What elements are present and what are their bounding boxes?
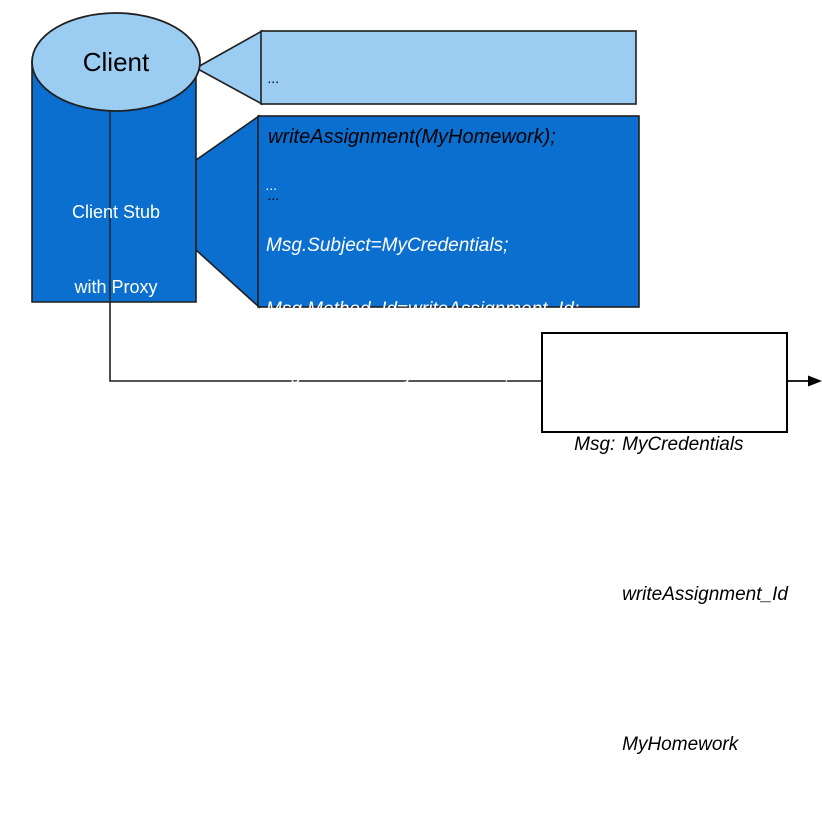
client-node-label: Client bbox=[82, 47, 150, 77]
client-ellipse[interactable] bbox=[31, 12, 201, 112]
callout-light-box[interactable] bbox=[260, 30, 637, 105]
stub-to-message-wire bbox=[109, 302, 542, 382]
code-line: Msg.Params= MyHomework; bbox=[266, 363, 511, 384]
callout-light-pointer bbox=[194, 29, 263, 106]
code-line: Msg.Method_Id=writeAssignment_Id; bbox=[266, 299, 580, 320]
message-value: MyHomework bbox=[622, 734, 739, 755]
callout-dark-box[interactable] bbox=[257, 115, 640, 308]
callout-dark-pointer bbox=[195, 114, 260, 309]
message-value: MyCredentials bbox=[622, 434, 744, 455]
message-row: Msg: MyCredentials bbox=[553, 400, 783, 490]
outgoing-arrow bbox=[787, 375, 822, 387]
message-label: Msg: bbox=[574, 434, 616, 455]
client-stub-label-line: (here without bbox=[63, 352, 169, 372]
message-box-content: Msg: MyCredentials writeAssignment_Id MyH… bbox=[553, 340, 788, 820]
client-stub-label-line: Client Stub bbox=[71, 202, 161, 222]
code-line: Msg.Subject=MyCredentials; bbox=[266, 235, 509, 256]
message-row: MyHomework bbox=[553, 700, 783, 790]
diagram-canvas bbox=[31, 12, 822, 433]
client-stub-label-line: PEP and PDP) bbox=[56, 427, 176, 447]
client-stub-label: Client Stub with Proxy (here without PEP… bbox=[36, 150, 196, 475]
message-row: writeAssignment_Id bbox=[553, 550, 788, 640]
code-line: ... bbox=[268, 187, 280, 203]
code-line: ... bbox=[266, 177, 278, 193]
message-value: writeAssignment_Id bbox=[622, 584, 788, 605]
callout-light-code: ... writeAssignment(MyHomework); ... bbox=[268, 33, 633, 223]
client-stub-label-line: with Proxy bbox=[74, 277, 158, 297]
message-box-rect[interactable] bbox=[541, 332, 788, 433]
code-line: writeAssignment(MyHomework); bbox=[268, 126, 556, 148]
code-line: ... bbox=[268, 70, 280, 86]
